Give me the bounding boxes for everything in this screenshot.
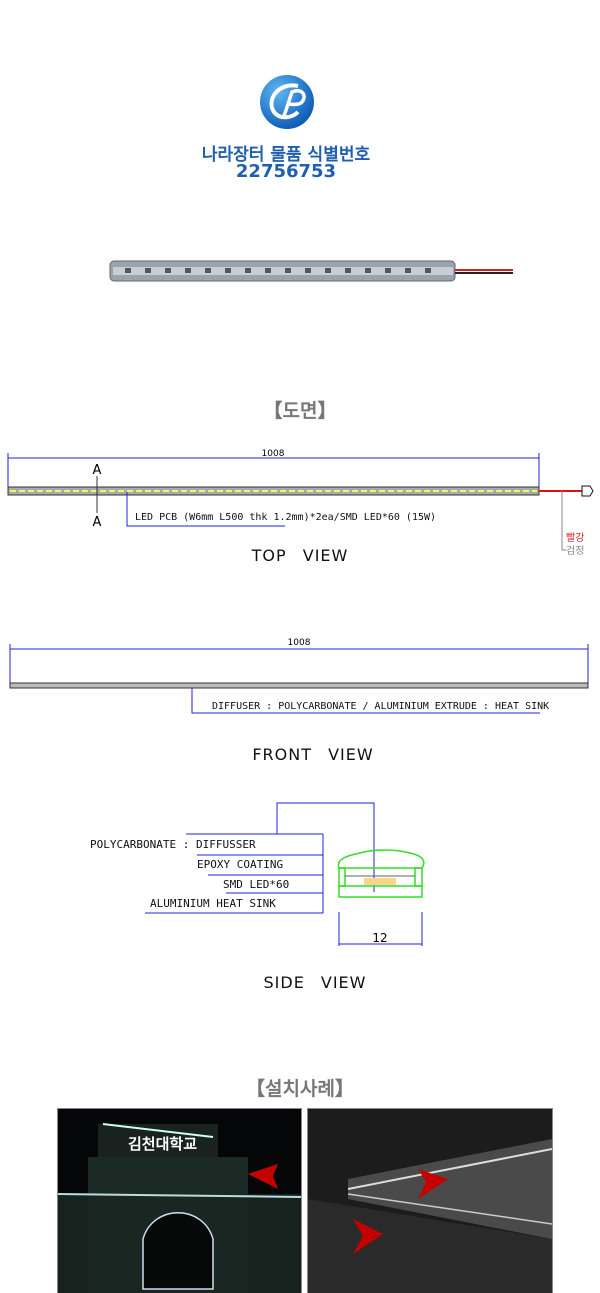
top-dimension: 1008 — [262, 449, 285, 459]
front-note: DIFFUSER : POLYCARBONATE / ALUMINIUM EXT… — [212, 701, 550, 712]
install-photo-university-gate: 김천대학교 — [57, 1108, 302, 1293]
pcb-note: LED PCB (W6mm L500 thk 1.2mm)*2ea/SMD LE… — [135, 512, 437, 523]
brand-logo — [260, 75, 314, 129]
label-epoxy: EPOXY COATING — [197, 858, 284, 871]
label-smd-led: SMD LED*60 — [223, 878, 290, 891]
section-mark-bottom: A — [93, 515, 102, 530]
procurement-title: 나라장터 물품 식별번호 — [201, 145, 371, 165]
install-section-title: 【설치사례】 — [246, 1078, 354, 1100]
wire-black-label: 검정 — [566, 545, 584, 557]
led-bar-photo — [109, 260, 513, 282]
front-dimension: 1008 — [288, 638, 311, 648]
sign-text: 김천대학교 — [128, 1135, 197, 1153]
side-view-label: SIDE VIEW — [263, 973, 367, 992]
section-mark-top: A — [93, 463, 102, 478]
front-view-label: FRONT VIEW — [252, 745, 374, 764]
side-view-drawing: 12 — [145, 802, 425, 946]
procurement-id: 22756753 — [235, 161, 337, 182]
top-view-drawing: 1008 A A 빨강 검정 — [7, 449, 594, 557]
front-view-drawing: 1008 — [9, 638, 589, 714]
label-heat-sink: ALUMINIUM HEAT SINK — [150, 897, 276, 910]
top-view-label: TOP VIEW — [251, 546, 349, 565]
side-dimension: 12 — [372, 931, 387, 945]
install-photo-fountain — [307, 1108, 553, 1293]
drawing-section-title: 【도면】 — [263, 400, 337, 422]
label-diffuser: POLYCARBONATE : DIFFUSSER — [90, 838, 256, 851]
wire-red-label: 빨강 — [566, 532, 584, 544]
